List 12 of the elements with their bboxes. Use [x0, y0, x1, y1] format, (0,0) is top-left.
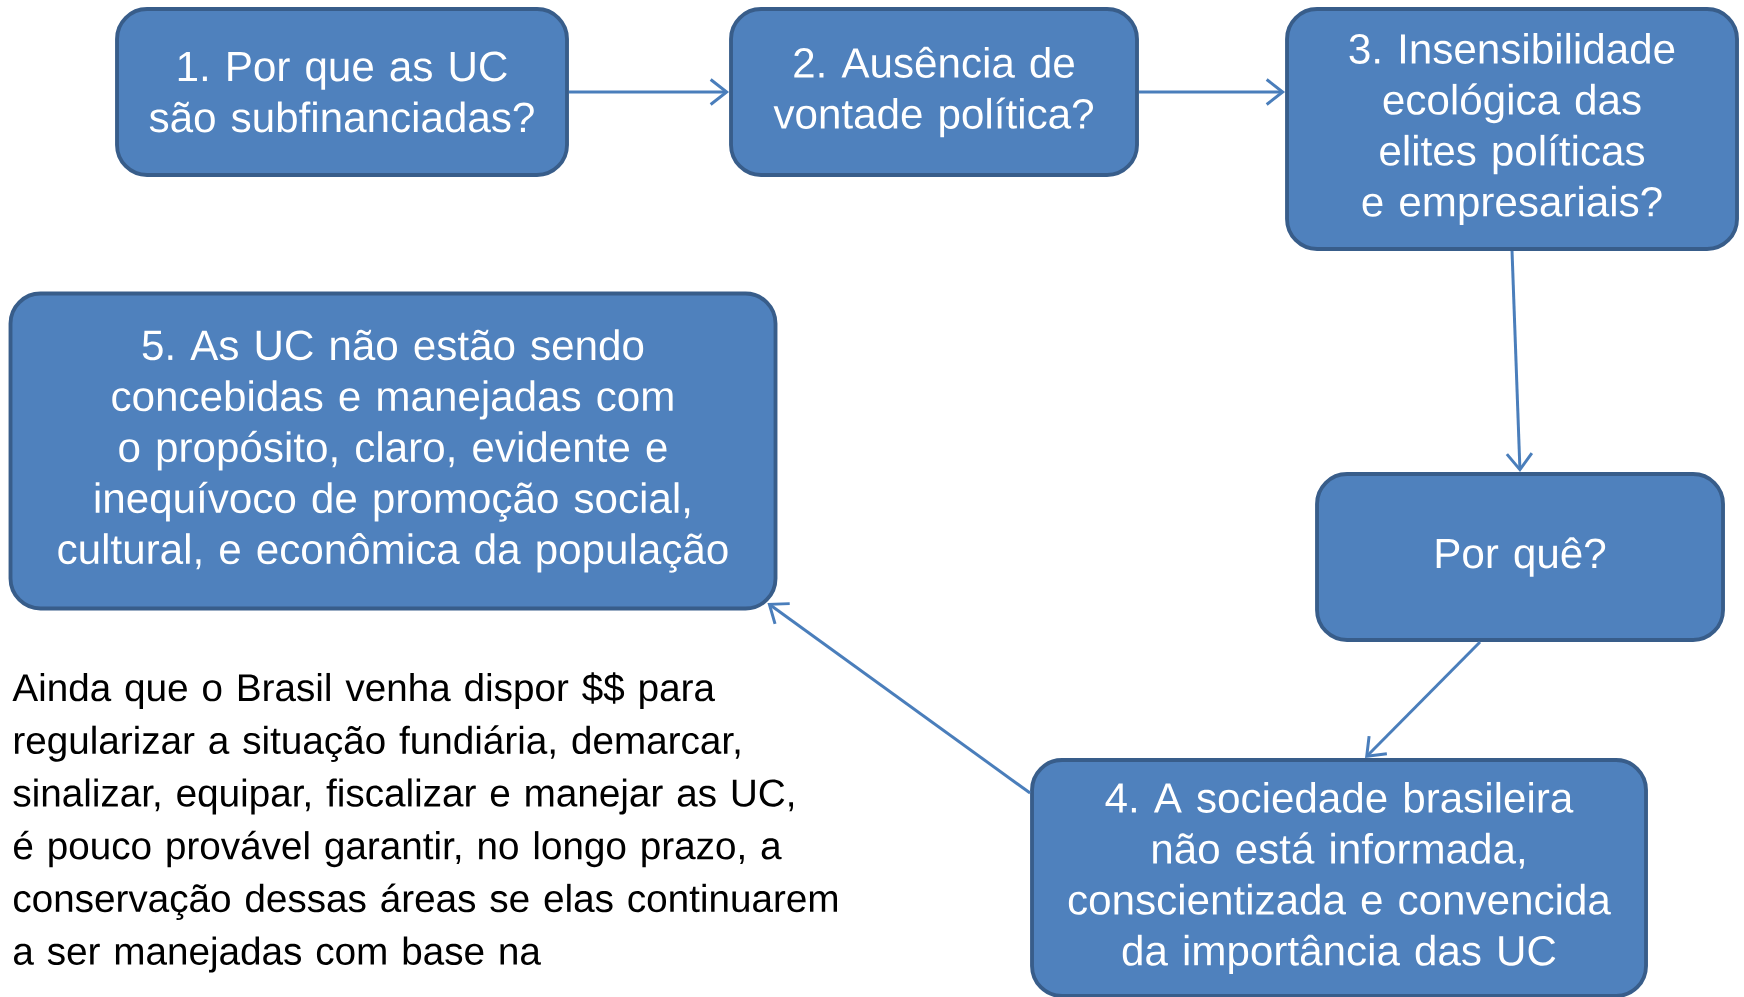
- process-box: Por quê?: [1315, 472, 1725, 642]
- arrow: [767, 602, 1031, 795]
- process-box: 1. Por que as UC são subfinanciadas?: [115, 7, 569, 177]
- process-box: 3. Insensibilidade ecológica das elites políticas e empresariais?: [1285, 7, 1739, 251]
- arrow: [568, 78, 730, 106]
- process-box: 4. A sociedade brasileira não está informada, conscientizada e convencida da importância das UC: [1030, 758, 1648, 997]
- process-box: 2. Ausência de vontade política?: [729, 7, 1139, 177]
- arrow: [1505, 250, 1534, 473]
- arrow: [1138, 78, 1286, 106]
- process-box: 5. As UC não estão sendo concebidas e manejadas com o propósito, claro, evidente e inequívoco de promoção social, cultural, e econômica da população: [8, 291, 778, 611]
- paragraph: Ainda que o Brasil venha dispor $$ para regularizar a situação fundiária, demarcar, sinalizar, equipar, fiscalizar e manejar as UC, é pouco provável garantir, no longo prazo, a conservação dessas áreas se elas continuarem a ser manejadas com base na: [12, 672, 837, 973]
- arrow: [1365, 640, 1482, 759]
